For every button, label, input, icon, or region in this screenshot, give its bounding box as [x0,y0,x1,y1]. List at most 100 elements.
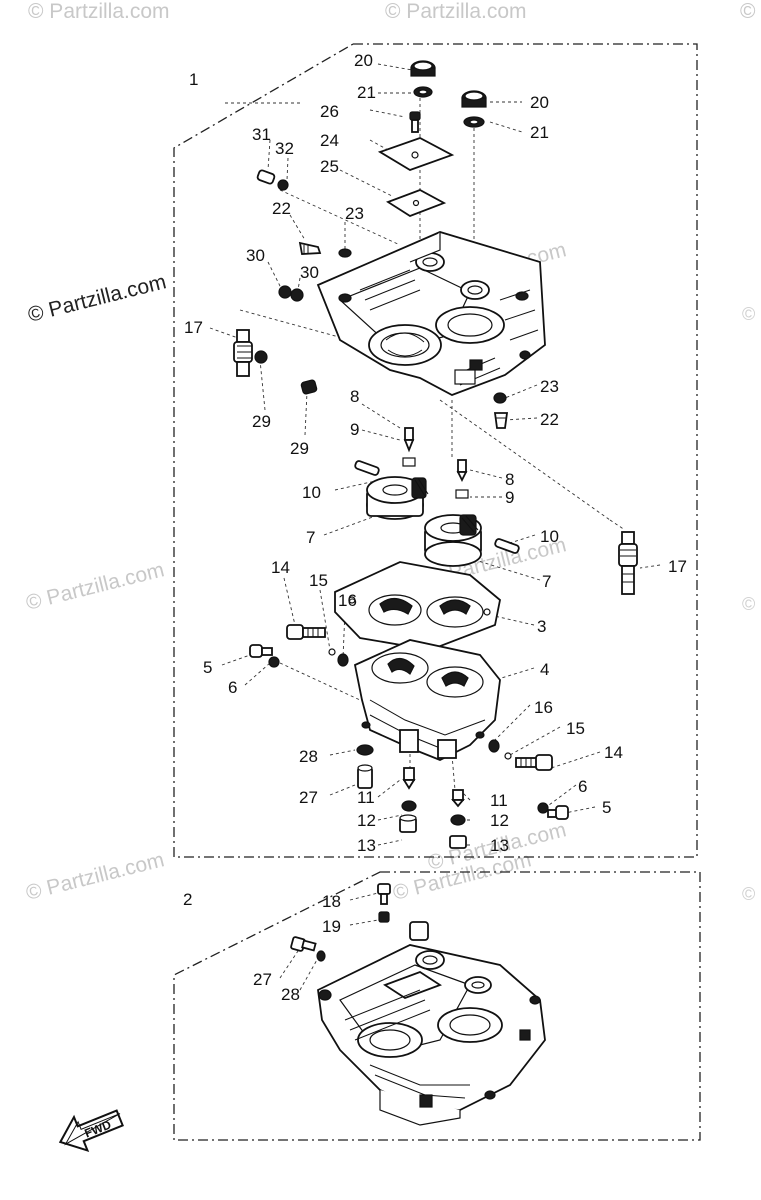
fwd-direction-label: FWD [83,1117,114,1140]
assembly-1-parts [233,60,638,849]
part-5-screw-right [547,805,569,820]
part-20-cap-upper [410,60,436,77]
callout-27-b: 27 [253,970,272,989]
callout-29-center: 29 [290,439,309,458]
callout-22-lower: 22 [540,410,559,429]
callout-12-right: 12 [490,811,509,830]
part-6-washer-left [268,656,280,668]
callout-3: 3 [537,617,546,636]
watermark-top-right: © Partzilla.com [740,0,761,23]
part-15-o-ring-right [504,752,512,760]
part-19-spring [378,911,390,923]
watermark-top-left: © Partzilla.com [28,0,170,23]
callout-5-right: 5 [602,798,611,817]
watermark-right-1: © Partzilla.com [742,304,761,324]
callout-6-right: 6 [578,777,587,796]
callout-15-left: 15 [309,571,328,590]
callout-19: 19 [322,917,341,936]
callout-labels: 20 21 20 21 26 24 31 32 25 22 23 30 30 1… [184,51,687,1004]
callout-16-left: 16 [338,591,357,610]
callout-13-right: 13 [490,836,509,855]
callout-5-left: 5 [203,658,212,677]
assembly-2-label: 2 [183,890,192,909]
callout-31: 31 [252,125,271,144]
part-14-drain-screw-right [515,754,553,771]
part-14-drain-screw-left [286,624,326,640]
part-9-clip-left [402,457,416,467]
watermark-top-center: © Partzilla.com [385,0,527,23]
part-29-plug-left [254,350,268,364]
part-13-plug-left [399,814,417,833]
callout-7-right: 7 [542,572,551,591]
part-11-main-jet-left [402,767,416,790]
assembly-1-boundary [173,43,698,858]
assembly-2-boundary [173,871,701,1141]
part-32-washer [277,179,289,191]
callout-21-upper: 21 [357,83,376,102]
part-23-spring-upper [338,248,352,258]
part-29-plug-center [300,379,318,395]
part-28-washer-a [356,744,374,756]
callout-17-left: 17 [184,318,203,337]
watermark-mid-upper: © Partzilla.com [26,270,169,327]
watermark-right-3: © Partzilla.com [742,884,761,904]
part-21-washer-right [463,116,485,128]
callout-8-left: 8 [350,387,359,406]
callout-11-right: 11 [490,791,508,810]
callout-27-a: 27 [299,788,318,807]
part-carburetor-body-upper [316,231,546,396]
callout-26: 26 [320,102,339,121]
part-13-plug-right [449,835,467,849]
part-9-clip-right [455,489,469,499]
part-23-spring-lower [493,392,507,404]
part-16-washer-left [337,653,349,667]
part-28-washer-b [316,950,326,962]
callout-12-left: 12 [357,811,376,830]
callout-28-b: 28 [281,985,300,1004]
watermark-mid-left: © Partzilla.com [24,558,167,615]
callout-20-right: 20 [530,93,549,112]
fwd-direction-arrow: FWD [58,1109,124,1153]
part-10-pin-right [494,538,520,554]
part-8-needle-left [403,427,415,453]
part-31-screw [256,169,276,185]
part-12-washer-left [401,800,417,812]
part-18-screw [377,883,391,905]
part-30-plug-a [278,285,292,299]
assembly-2-parts [290,883,546,1126]
callout-13-left: 13 [357,836,376,855]
part-4-float-bowl [353,639,501,761]
watermarks: © Partzilla.com © Partzilla.com © Partzi… [24,0,761,905]
callout-20-upper: 20 [354,51,373,70]
watermark-right-2: © Partzilla.com [742,594,761,614]
part-8-needle-right [456,459,468,483]
part-5-screw-left [249,644,273,658]
part-17-jet-right [618,531,638,595]
callout-10-right: 10 [540,527,559,546]
callout-16-right: 16 [534,698,553,717]
callout-23-upper: 23 [345,204,364,223]
callout-32: 32 [275,139,294,158]
part-27-screw-a [357,764,373,789]
part-17-jet-left [233,329,253,377]
callout-6-left: 6 [228,678,237,697]
callout-17-right: 17 [668,557,687,576]
callout-4: 4 [540,660,549,679]
callout-22-upper: 22 [272,199,291,218]
callout-14-left: 14 [271,558,290,577]
callout-14-right: 14 [604,743,623,762]
part-3-gasket [334,561,501,651]
callout-9-left: 9 [350,420,359,439]
callout-25: 25 [320,157,339,176]
part-6-washer-right [537,802,549,814]
callout-29-left: 29 [252,412,271,431]
callout-11-left: 11 [357,788,375,807]
callout-15-right: 15 [566,719,585,738]
part-carburetor-assembly-complete [317,921,546,1126]
assembly-1-label: 1 [189,70,198,89]
part-16-washer-right [488,739,500,753]
part-11-main-jet-right [451,789,465,808]
part-26-screw [409,111,421,133]
callout-23-lower: 23 [540,377,559,396]
